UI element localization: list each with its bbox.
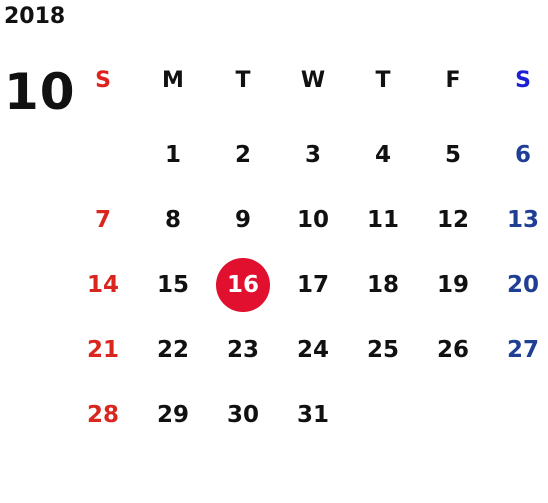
day-cell[interactable]: 20 — [488, 252, 548, 317]
weekday-sunday: S — [95, 68, 111, 93]
day-cell[interactable]: 13 — [488, 187, 548, 252]
month-number: 10 — [4, 63, 76, 121]
day-cell[interactable]: 30 — [208, 382, 278, 447]
day-cell[interactable]: 1 — [138, 122, 208, 187]
day-cell[interactable]: 5 — [418, 122, 488, 187]
weekday-header-row: S M T W T F S — [68, 64, 548, 98]
day-number: 18 — [366, 271, 399, 298]
day-number: 8 — [164, 206, 181, 233]
day-number: 16 — [226, 271, 259, 298]
day-number: 5 — [444, 141, 461, 168]
day-number: 3 — [304, 141, 321, 168]
day-cell[interactable]: 9 — [208, 187, 278, 252]
day-cell[interactable]: 27 — [488, 317, 548, 382]
day-number: 30 — [226, 401, 259, 428]
day-cell[interactable]: 3 — [278, 122, 348, 187]
day-number: 29 — [156, 401, 189, 428]
day-cell[interactable]: 28 — [68, 382, 138, 447]
weekday-friday: F — [445, 68, 461, 93]
day-number: 20 — [506, 271, 539, 298]
day-number: 11 — [366, 206, 399, 233]
day-cell[interactable]: 11 — [348, 187, 418, 252]
day-cell[interactable]: 25 — [348, 317, 418, 382]
day-cell[interactable]: 7 — [68, 187, 138, 252]
highlight-circle — [216, 257, 270, 312]
day-number: 17 — [296, 271, 329, 298]
day-number: 28 — [86, 401, 119, 428]
day-cell[interactable]: 8 — [138, 187, 208, 252]
day-number: 14 — [86, 271, 119, 298]
day-cell[interactable]: 18 — [348, 252, 418, 317]
day-cell[interactable]: 15 — [138, 252, 208, 317]
day-cell[interactable]: 21 — [68, 317, 138, 382]
day-number: 26 — [436, 336, 469, 363]
day-number: 10 — [296, 206, 329, 233]
day-cell[interactable]: 4 — [348, 122, 418, 187]
year-label: 2018 — [4, 4, 66, 29]
day-number: 23 — [226, 336, 259, 363]
day-number: 19 — [436, 271, 469, 298]
day-number: 27 — [506, 336, 539, 363]
day-number: 4 — [374, 141, 391, 168]
day-cell[interactable]: 6 — [488, 122, 548, 187]
day-cell[interactable]: 22 — [138, 317, 208, 382]
day-number: 15 — [156, 271, 189, 298]
day-number: 21 — [86, 336, 119, 363]
day-number: 2 — [234, 141, 251, 168]
weekday-thursday: T — [375, 68, 391, 93]
weekday-monday: M — [162, 68, 184, 93]
day-number: 31 — [296, 401, 329, 428]
day-number: 13 — [506, 206, 539, 233]
day-cell[interactable]: 12 — [418, 187, 488, 252]
day-cell[interactable]: 17 — [278, 252, 348, 317]
day-cell[interactable]: 31 — [278, 382, 348, 447]
empty-day-cell — [68, 122, 138, 187]
weekday-tuesday: T — [235, 68, 251, 93]
day-number: 22 — [156, 336, 189, 363]
day-cell-highlighted[interactable]: 16 — [208, 252, 278, 317]
day-cell[interactable]: 29 — [138, 382, 208, 447]
day-cell[interactable]: 23 — [208, 317, 278, 382]
day-number: 7 — [94, 206, 111, 233]
weekday-wednesday: W — [300, 68, 326, 93]
day-number: 9 — [234, 206, 251, 233]
weekday-saturday: S — [515, 68, 531, 93]
day-number: 1 — [164, 141, 181, 168]
day-number: 24 — [296, 336, 329, 363]
day-number: 6 — [514, 141, 531, 168]
day-cell[interactable]: 2 — [208, 122, 278, 187]
day-cell[interactable]: 10 — [278, 187, 348, 252]
day-cell[interactable]: 19 — [418, 252, 488, 317]
day-number: 12 — [436, 206, 469, 233]
day-cell[interactable]: 26 — [418, 317, 488, 382]
day-cell[interactable]: 14 — [68, 252, 138, 317]
day-number: 25 — [366, 336, 399, 363]
day-cell[interactable]: 24 — [278, 317, 348, 382]
